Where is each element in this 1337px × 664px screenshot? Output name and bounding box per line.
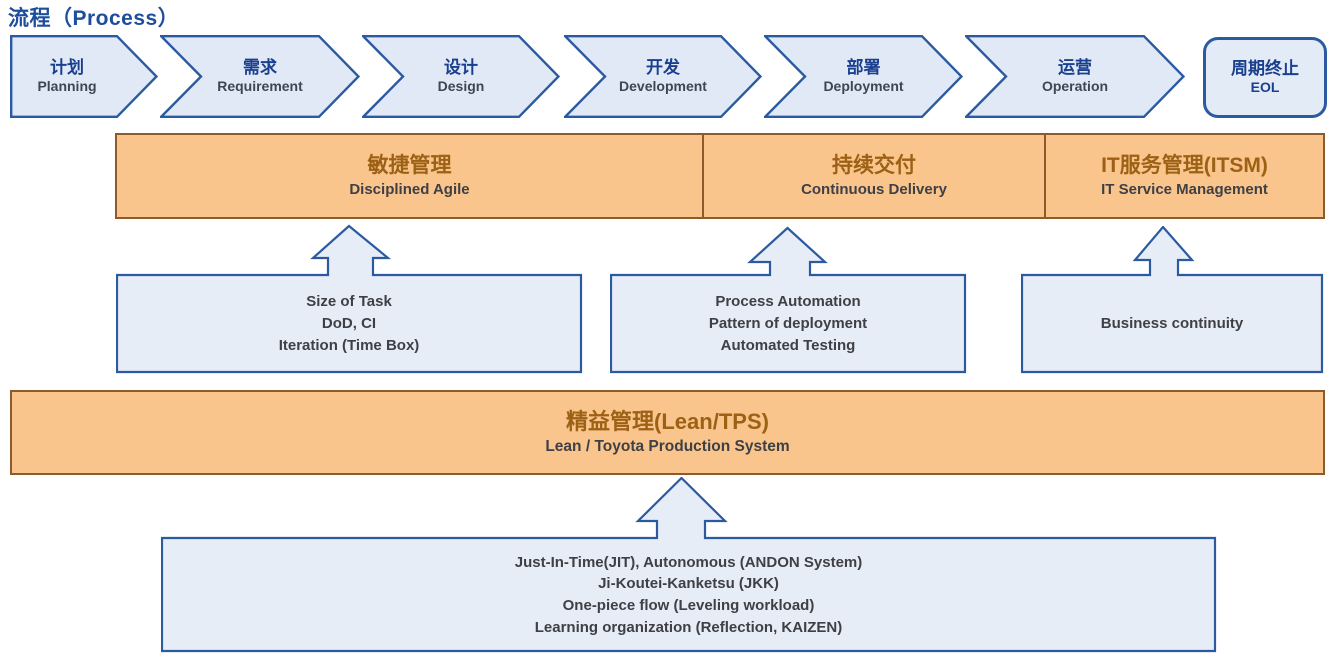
process-step-operation: 运营 Operation [965, 35, 1185, 118]
step-label-zh: 运营 [1058, 58, 1092, 78]
callout-line: One-piece flow (Leveling workload) [562, 597, 815, 614]
process-step-design: 设计 Design [362, 35, 560, 118]
step-label-zh: 计划 [50, 58, 84, 78]
callout-agile-text: Size of Task DoD, CI Iteration (Time Box… [117, 276, 581, 372]
step-label-zh: 设计 [444, 58, 478, 78]
step-label-zh: 部署 [846, 58, 881, 78]
callout-line: Pattern of deployment [708, 315, 868, 333]
process-step-deployment: 部署 Deployment [764, 35, 963, 118]
step-label-en: Design [437, 78, 485, 95]
callout-itsm-shape [1021, 226, 1324, 374]
segment-label-zh: 持续交付 [832, 153, 916, 177]
chevron-shape [362, 35, 560, 118]
eol-label-zh: 周期终止 [1231, 59, 1299, 79]
segment-label-zh: IT服务管理(ITSM) [1101, 153, 1268, 177]
callout-line: Process Automation [715, 293, 861, 311]
chevron-shape [10, 35, 158, 118]
process-step-development: 开发 Development [564, 35, 762, 118]
callout-itsm-text: Business continuity [1022, 276, 1322, 372]
eol-label-en: EOL [1250, 79, 1280, 96]
callout-line: Just-In-Time(JIT), Autonomous (ANDON Sys… [514, 553, 863, 571]
callout-line: Iteration (Time Box) [278, 336, 420, 354]
process-step-eol: 周期终止 EOL [1203, 37, 1327, 118]
segment-label-en: Continuous Delivery [801, 181, 947, 199]
chevron-shape [160, 35, 360, 118]
lean-label-en: Lean / Toyota Production System [545, 437, 790, 455]
chevron-shape [965, 35, 1185, 118]
callout-line: Learning organization (Reflection, KAIZE… [534, 618, 843, 636]
segment-disciplined-agile: 敏捷管理 Disciplined Agile [117, 135, 702, 217]
process-step-planning: 计划 Planning [10, 35, 158, 118]
callout-lean-text: Just-In-Time(JIT), Autonomous (ANDON Sys… [162, 539, 1215, 651]
lean-label-zh: 精益管理(Lean/TPS) [566, 408, 769, 434]
process-step-requirement: 需求 Requirement [160, 35, 360, 118]
practice-bar: 敏捷管理 Disciplined Agile 持续交付 Continuous D… [115, 133, 1325, 219]
step-label-en: Planning [37, 78, 97, 95]
page-title: 流程（Process） [8, 7, 180, 30]
callout-line: Size of Task [306, 293, 392, 311]
segment-label-en: Disciplined Agile [349, 181, 470, 199]
lean-bar: 精益管理(Lean/TPS) Lean / Toyota Production … [10, 390, 1325, 475]
callout-delivery-text: Process Automation Pattern of deployment… [611, 276, 965, 372]
callout-delivery-shape [610, 226, 967, 374]
callout-agile-shape [116, 224, 583, 374]
segment-label-en: IT Service Management [1101, 181, 1268, 199]
segment-label-zh: 敏捷管理 [367, 153, 452, 177]
callout-line: Ji-Koutei-Kanketsu (JKK) [598, 575, 779, 593]
chevron-shape [564, 35, 762, 118]
callout-line: DoD, CI [321, 315, 377, 333]
callout-lean-shape [161, 477, 1217, 653]
step-label-en: Operation [1041, 78, 1109, 95]
step-label-en: Development [619, 78, 707, 95]
step-label-zh: 需求 [243, 58, 277, 78]
callout-line: Business continuity [1100, 315, 1244, 333]
callout-line: Automated Testing [720, 336, 856, 354]
segment-itsm: IT服务管理(ITSM) IT Service Management [1044, 135, 1323, 217]
step-label-zh: 开发 [646, 58, 680, 78]
step-label-en: Requirement [217, 78, 303, 95]
chevron-shape [764, 35, 963, 118]
step-label-en: Deployment [823, 78, 904, 95]
segment-continuous-delivery: 持续交付 Continuous Delivery [702, 135, 1044, 217]
